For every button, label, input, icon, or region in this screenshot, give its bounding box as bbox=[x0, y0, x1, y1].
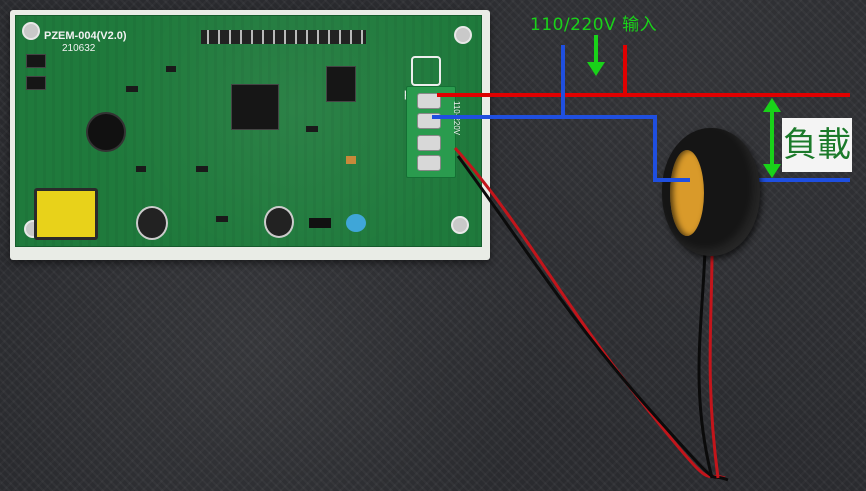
capacitor-2 bbox=[264, 206, 294, 238]
smd-part bbox=[216, 216, 228, 222]
pzem-pcb: PZEM-004(V2.0) 210632 peacefair 110-220V bbox=[15, 15, 482, 247]
brand-logo-icon bbox=[411, 56, 441, 86]
input-arrow-icon bbox=[587, 62, 605, 76]
terminal-block bbox=[406, 86, 456, 178]
led bbox=[346, 214, 366, 232]
pin-header bbox=[201, 30, 366, 44]
diode bbox=[309, 218, 331, 228]
mount-hole-tr bbox=[454, 26, 472, 44]
ic-small-2 bbox=[26, 76, 46, 90]
transformer bbox=[34, 188, 98, 240]
smd-part bbox=[166, 66, 176, 72]
ic-small-1 bbox=[26, 54, 46, 68]
load-arrow-down-icon bbox=[763, 164, 781, 178]
smd-part bbox=[136, 166, 146, 172]
current-transformer-toroid bbox=[662, 128, 760, 256]
load-label: 負載 bbox=[782, 118, 852, 172]
load-arrow-up-icon bbox=[763, 98, 781, 112]
buzzer bbox=[86, 112, 126, 152]
input-voltage-label: 110/220V 输入 bbox=[530, 15, 658, 35]
terminal-screw bbox=[417, 93, 441, 109]
smd-part bbox=[346, 156, 356, 164]
ct-wire-black bbox=[456, 155, 729, 482]
terminal-screw bbox=[417, 155, 441, 171]
capacitor-1 bbox=[136, 206, 168, 240]
smd-part bbox=[306, 126, 318, 132]
smd-part bbox=[126, 86, 138, 92]
microcontroller-chip bbox=[231, 84, 279, 130]
terminal-screw bbox=[417, 135, 441, 151]
toroid-hole bbox=[670, 150, 704, 236]
smd-part bbox=[196, 166, 208, 172]
ct-lead-black bbox=[697, 249, 714, 479]
mount-hole-tl bbox=[22, 22, 40, 40]
mount-hole-br bbox=[451, 216, 469, 234]
ct-lead-red bbox=[708, 249, 720, 479]
board-model-label: PZEM-004(V2.0) bbox=[44, 30, 127, 42]
ic-small-3 bbox=[326, 66, 356, 102]
board-serial-label: 210632 bbox=[62, 43, 96, 54]
